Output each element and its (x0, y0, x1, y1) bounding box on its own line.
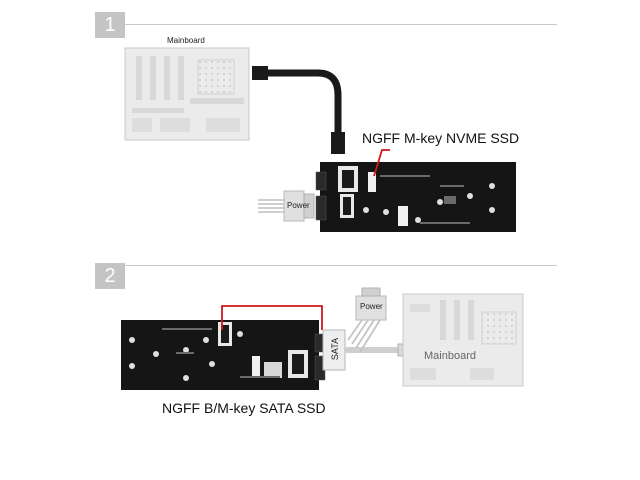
adapter-board-2 (121, 320, 326, 390)
step-1-badge: 1 (95, 12, 125, 38)
callout-line-2 (221, 305, 323, 330)
callout-line-1 (373, 149, 390, 177)
sata-cable-2 (322, 329, 407, 371)
step-2-badge: 2 (95, 263, 125, 289)
sata-ssd-label: NGFF B/M-key SATA SSD (162, 400, 326, 416)
step-2-divider (125, 265, 557, 266)
power-label-1: Power (287, 201, 310, 210)
sata-cable-1 (252, 66, 345, 154)
power-connector-2 (347, 287, 387, 353)
sata-label: SATA (330, 337, 341, 361)
step-1-divider (125, 24, 557, 25)
mainboard-label-2: Mainboard (424, 350, 476, 362)
mainboard-illustration-1 (124, 47, 250, 141)
power-label-2: Power (360, 302, 383, 311)
adapter-board-1 (315, 162, 516, 232)
nvme-ssd-label: NGFF M-key NVME SSD (362, 130, 520, 146)
mainboard-illustration-2 (402, 293, 524, 387)
mainboard-label-1: Mainboard (167, 36, 205, 45)
power-connector-1 (258, 190, 315, 222)
